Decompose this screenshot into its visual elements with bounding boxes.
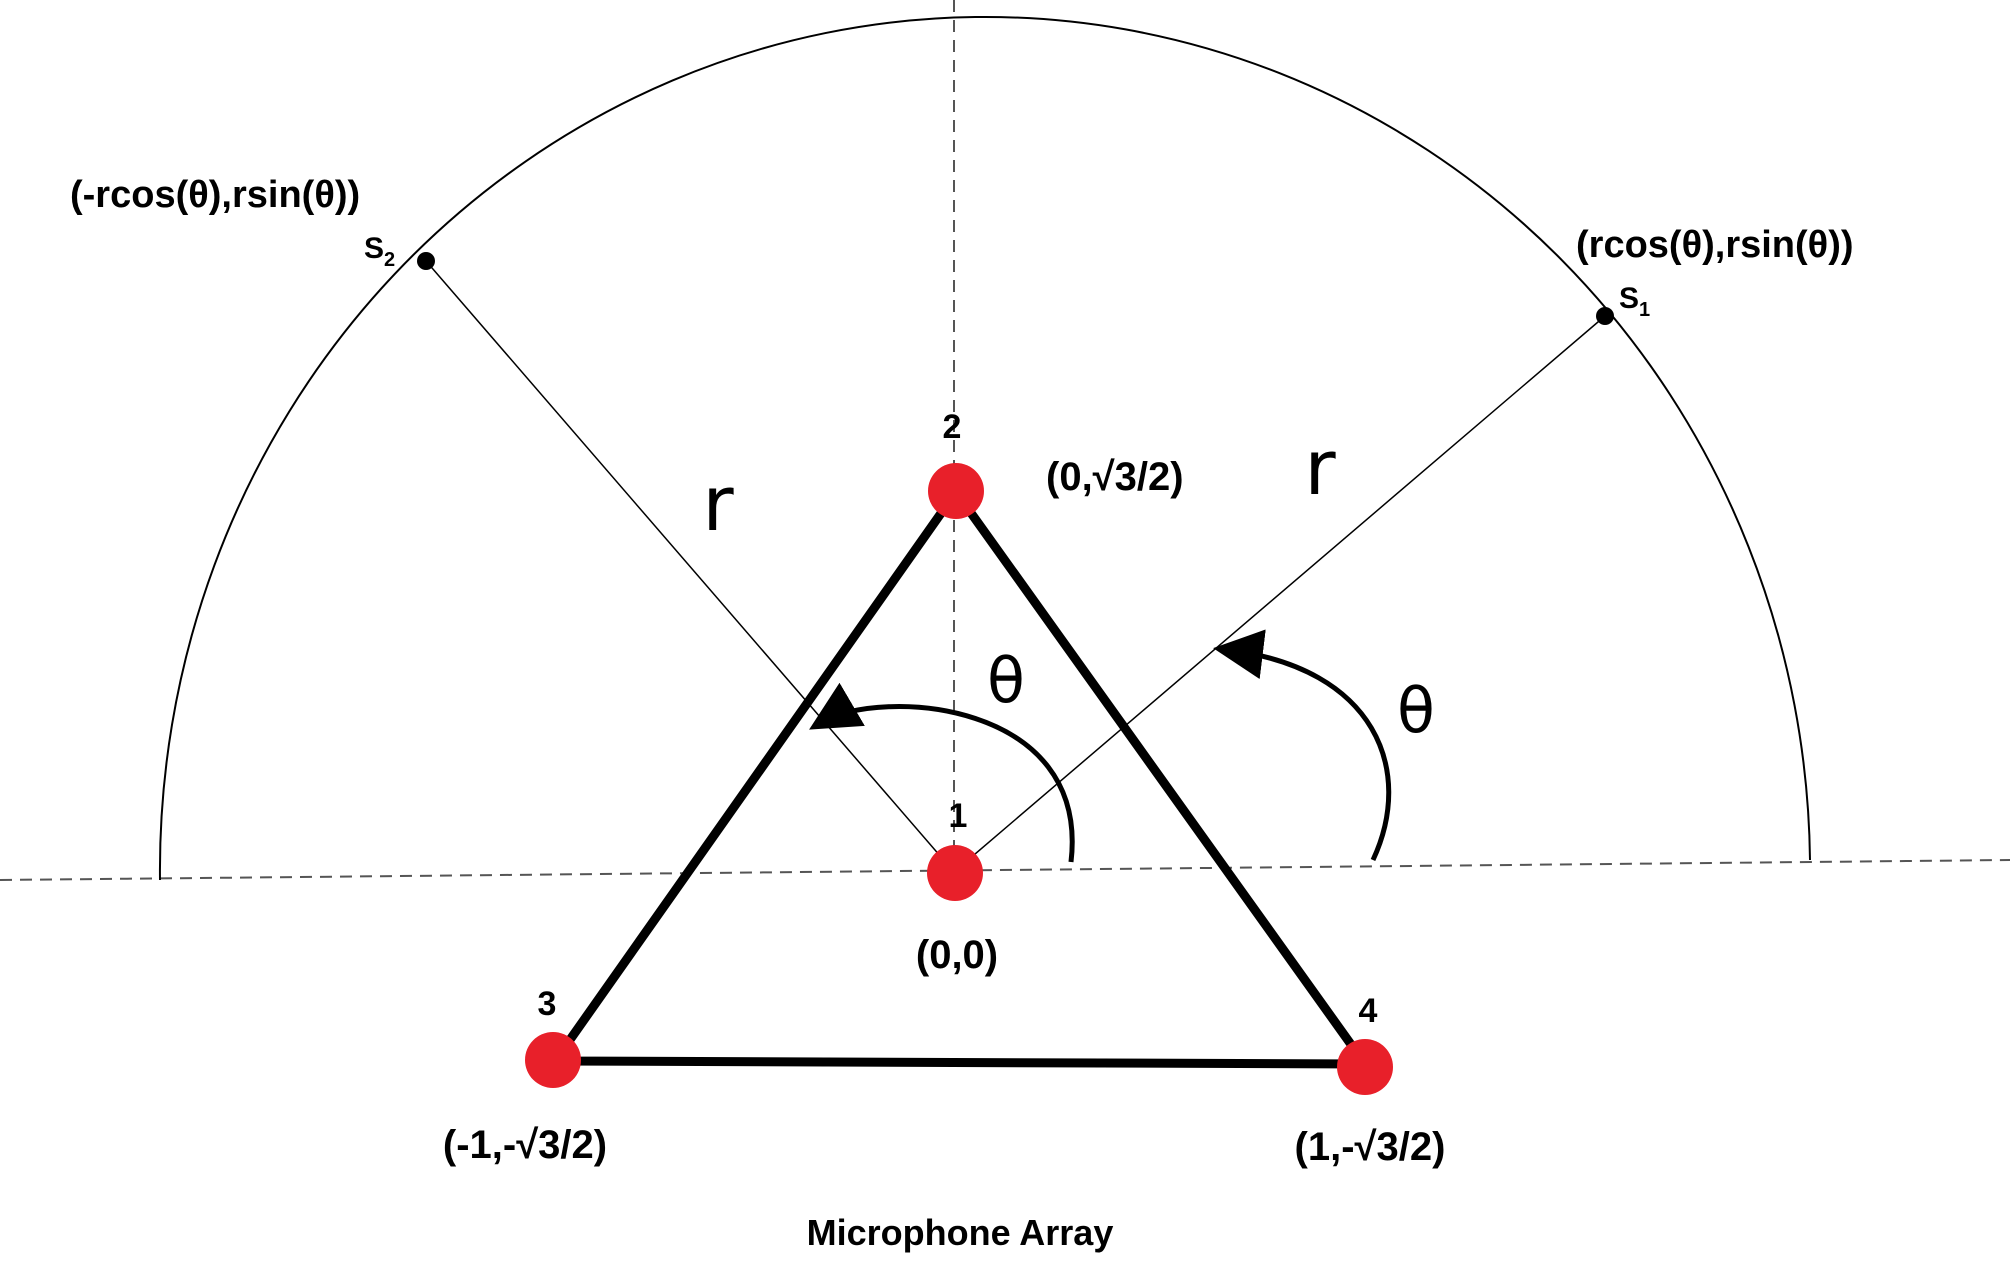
source-s1-name: S [1619, 282, 1639, 315]
source-s1-coord: (rcos(θ),rsin(θ)) [1576, 224, 1854, 266]
mic-3-number: 3 [538, 985, 557, 1023]
angle-arrow-s2 [809, 682, 1075, 863]
source-s2-label: S2 [364, 232, 395, 271]
angle-label-left: θ [987, 644, 1025, 717]
microphone-2 [928, 463, 984, 519]
microphone-1 [927, 845, 983, 901]
mic-2-coord: (0,√3/2) [1046, 455, 1184, 499]
source-s2-point [417, 252, 435, 270]
microphone-4 [1337, 1039, 1393, 1095]
diagram-caption: Microphone Array [807, 1212, 1114, 1253]
radius-line-s1 [953, 315, 1606, 873]
mic-4-number: 4 [1359, 992, 1378, 1030]
mic-3-coord: (-1,-√3/2) [443, 1123, 607, 1167]
source-s1-subscript: 1 [1639, 299, 1650, 321]
source-s2-subscript: 2 [384, 249, 395, 271]
source-arc [158, 15, 1811, 881]
horizontal-axis-dashed [0, 859, 2010, 881]
microphone-3 [525, 1032, 581, 1088]
source-s1-point [1596, 307, 1614, 325]
source-s1-label: S1 [1619, 282, 1650, 321]
mic-4-coord: (1,-√3/2) [1295, 1125, 1446, 1169]
microphone-triangle [550, 487, 1370, 1069]
mic-2-number: 2 [943, 408, 962, 446]
radius-label-left: r [702, 459, 734, 548]
source-s2-coord: (-rcos(θ),rsin(θ)) [70, 174, 360, 216]
radius-line-s2 [425, 260, 955, 873]
source-s2-name: S [364, 232, 384, 265]
radius-label-right: r [1304, 423, 1336, 512]
angle-label-right: θ [1397, 674, 1435, 747]
angle-arrow-s1 [1213, 629, 1392, 862]
mic-1-number: 1 [949, 797, 968, 835]
mic-1-coord: (0,0) [916, 933, 998, 977]
